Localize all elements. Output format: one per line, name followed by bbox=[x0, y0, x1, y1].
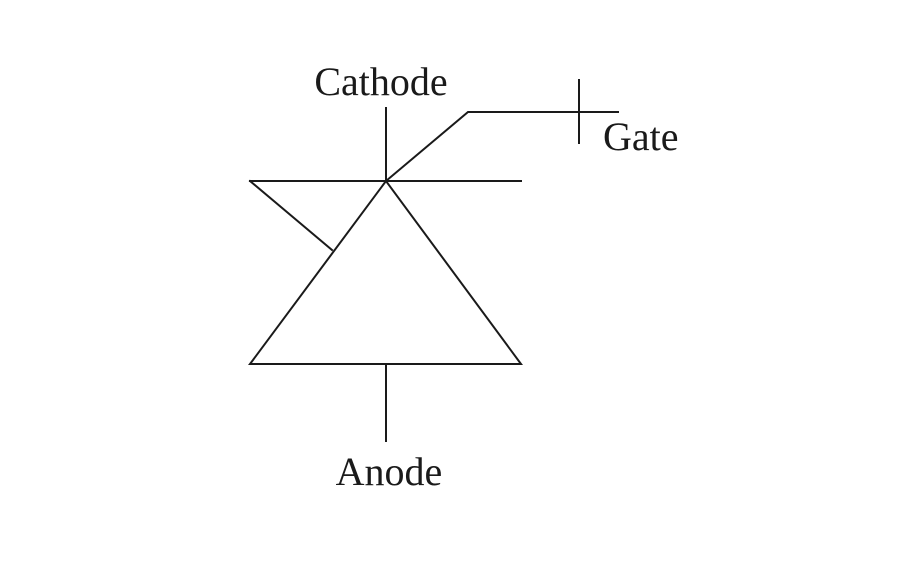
cathode-label: Cathode bbox=[314, 59, 447, 104]
gate-label: Gate bbox=[603, 114, 679, 159]
gate-lead bbox=[384, 111, 619, 183]
diode-triangle bbox=[248, 179, 523, 365]
cathode-bar-wing bbox=[248, 179, 334, 252]
anode-label: Anode bbox=[336, 449, 443, 494]
